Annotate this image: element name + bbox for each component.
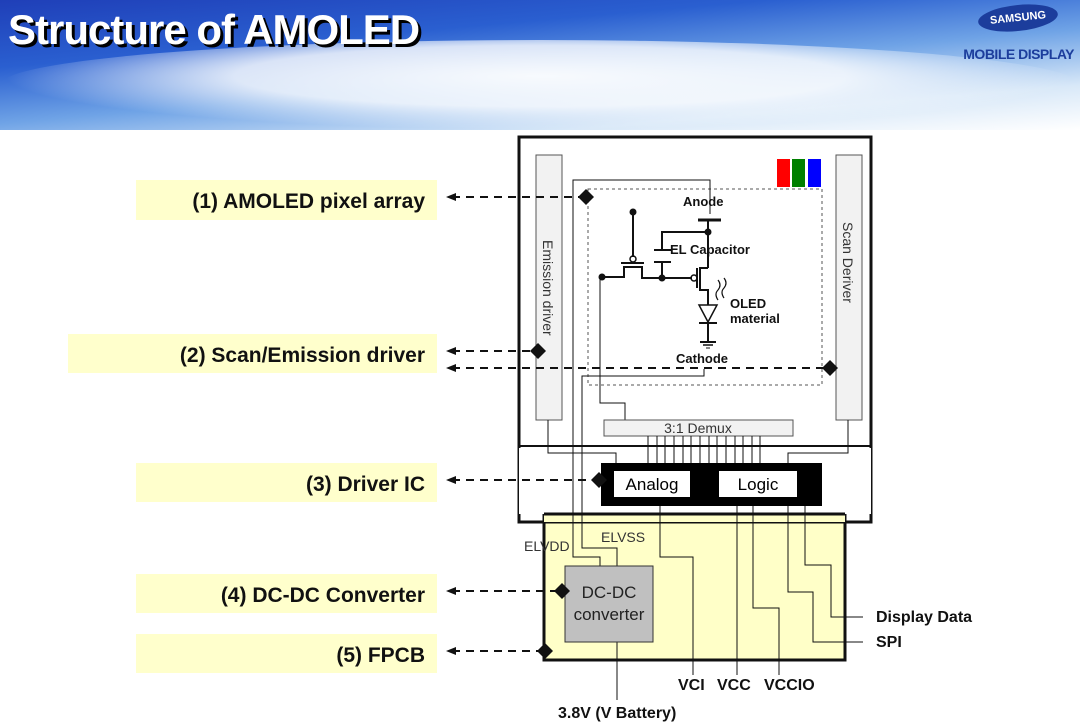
elvss-label: ELVSS: [601, 529, 645, 545]
vci-label: VCI: [678, 677, 705, 694]
header-banner: [0, 0, 1080, 130]
scan-driver-bar: [835, 154, 863, 421]
demux-block: [603, 419, 794, 437]
label-box-driver-ic: [136, 463, 437, 502]
fpcb-overlap: [544, 514, 845, 522]
label-box-scan-emission: [68, 334, 437, 373]
dcdc-converter-block: [564, 565, 654, 643]
pointer-arrows: [452, 189, 838, 659]
vcc-label: VCC: [717, 677, 751, 694]
oled-label: OLED: [730, 296, 766, 311]
logic-label: Logic: [738, 475, 779, 494]
oled-material-label: material: [730, 311, 780, 326]
fpcb-wiring: [572, 384, 863, 700]
label-scan-emission-driver: (2) Scan/Emission driver: [180, 344, 425, 367]
page-title: Structure of AMOLED: [8, 6, 420, 53]
display-data-label: Display Data: [876, 609, 972, 626]
arrow-heads: [446, 193, 456, 655]
logic-block: [719, 471, 797, 497]
label-pixel-array: (1) AMOLED pixel array: [192, 190, 425, 213]
spi-label: SPI: [876, 634, 902, 651]
pixel-circuit: [572, 179, 727, 420]
battery-label: 3.8V (V Battery): [558, 705, 676, 722]
blue-subpixel: [808, 159, 821, 187]
scan-driver-label: Scan Deriver: [840, 222, 856, 303]
pixel-boundary: [587, 188, 823, 386]
emission-driver-bar: [535, 154, 563, 421]
label-boxes: [68, 180, 437, 673]
analog-block: [614, 471, 690, 497]
label-fpcb: (5) FPCB: [336, 644, 425, 667]
label-dcdc-converter: (4) DC-DC Converter: [221, 584, 425, 607]
header-wave: [0, 40, 1080, 130]
dcdc-label-2: converter: [574, 605, 645, 624]
emission-driver-label: Emission driver: [540, 240, 556, 336]
label-box-dcdc: [136, 574, 437, 613]
cathode-label: Cathode: [676, 351, 728, 366]
label-driver-ic: (3) Driver IC: [306, 473, 425, 496]
green-subpixel: [792, 159, 805, 187]
red-subpixel: [777, 159, 790, 187]
dcdc-label-1: DC-DC: [582, 583, 637, 602]
elvdd-label: ELVDD: [524, 538, 570, 554]
analog-label: Analog: [626, 475, 679, 494]
demux-label: 3:1 Demux: [664, 420, 732, 436]
el-capacitor-label: EL Capacitor: [670, 242, 750, 257]
label-box-pixel-array: [136, 180, 437, 220]
vccio-label: VCCIO: [764, 677, 815, 694]
circuit-nodes: [598, 208, 712, 282]
anode-label: Anode: [683, 194, 723, 209]
logo-subtitle: MOBILE DISPLAY: [963, 46, 1074, 62]
label-box-fpcb: [136, 634, 437, 673]
